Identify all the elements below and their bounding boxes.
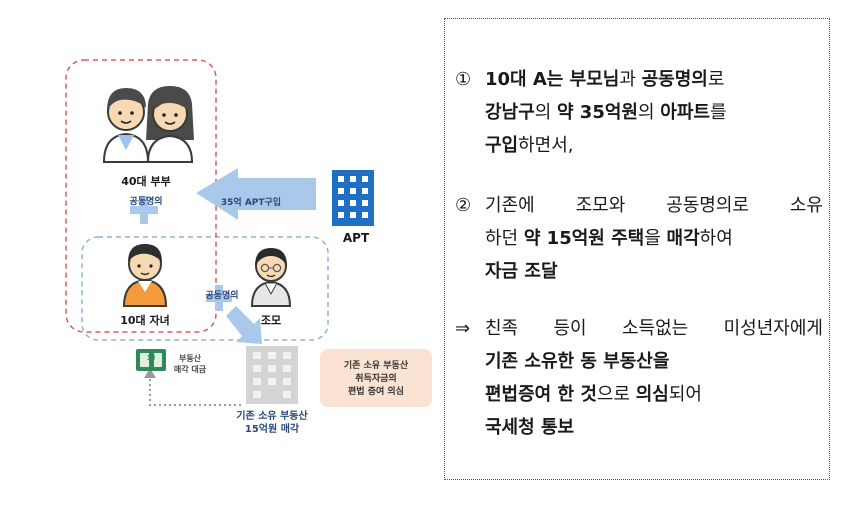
co-ownership-label-parents: 공동명의 <box>129 197 163 207</box>
grandma-label: 조모 <box>260 314 282 327</box>
suspicion-line-2: 취득자금의 <box>355 374 397 384</box>
explanation-box <box>444 18 830 480</box>
item1-line2: 강남구의 약 35억원의 아파트를 <box>485 102 727 123</box>
apt-label: APT <box>342 231 370 245</box>
apt-purchase-label: 35억 APT구입 <box>220 198 282 208</box>
apt-purchase-arrow <box>196 168 316 220</box>
house-label-1: 기존 소유 부동산 <box>236 411 308 422</box>
item2-line1: ② 기존에 조모와 공동명의로 소유 <box>455 189 823 222</box>
child-grandma-group-box <box>81 236 329 341</box>
sale-money-label-1: 부동산 <box>178 354 202 363</box>
plus-icon <box>130 196 158 224</box>
money-note-text: 10 <box>146 354 156 362</box>
apt-building-icon <box>332 170 374 226</box>
mother-avatar <box>146 86 194 163</box>
conclusion-line2: 기존 소유한 동 부동산을 <box>485 351 670 372</box>
item1-line3: 구입하면서, <box>485 135 574 156</box>
item2-marker: ② <box>455 195 472 216</box>
conclusion-line3: 편법증여 한 것으로 의심되어 <box>485 384 702 405</box>
parents-child-group-box <box>65 59 217 333</box>
grandma-avatar <box>250 248 292 307</box>
conclusion-line1: ⇒ 친족 등이 소득없는 미성년자에게 <box>455 312 823 345</box>
conclusion-line4: 국세청 통보 <box>485 417 575 438</box>
item2-line2: 하던 약 15억원 주택을 매각하여 <box>485 228 733 249</box>
child-label: 10대 자녀 <box>120 314 170 327</box>
sale-money-label-2: 매각 대금 <box>173 365 207 374</box>
plus-icon <box>206 285 232 311</box>
item2-line3: 자금 조달 <box>485 261 558 282</box>
item1-marker: ① <box>455 69 472 90</box>
suspicion-box <box>320 349 432 407</box>
co-ownership-label-grandma: 공동명의 <box>205 291 239 301</box>
diagram-canvas <box>65 59 432 407</box>
sale-arrow <box>226 306 262 344</box>
conclusion-marker: ⇒ <box>455 318 471 339</box>
money-icon <box>136 349 166 371</box>
father-avatar <box>102 88 150 163</box>
parents-label: 40대 부부 <box>121 175 171 188</box>
house-building-icon <box>246 346 298 404</box>
house-label-2: 15억원 매각 <box>244 424 300 435</box>
child-avatar <box>122 244 168 307</box>
suspicion-line-1: 기존 소유 부동산 <box>343 361 409 371</box>
sale-money-path <box>149 374 244 406</box>
suspicion-line-3: 편법 증여 의심 <box>348 387 404 397</box>
